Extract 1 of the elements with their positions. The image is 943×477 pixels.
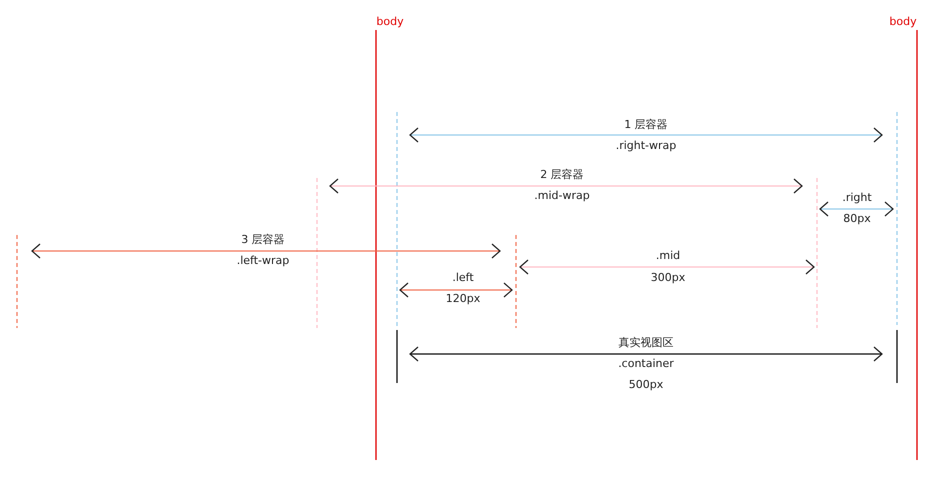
dimension-label: 真实视图区 bbox=[616, 336, 676, 350]
